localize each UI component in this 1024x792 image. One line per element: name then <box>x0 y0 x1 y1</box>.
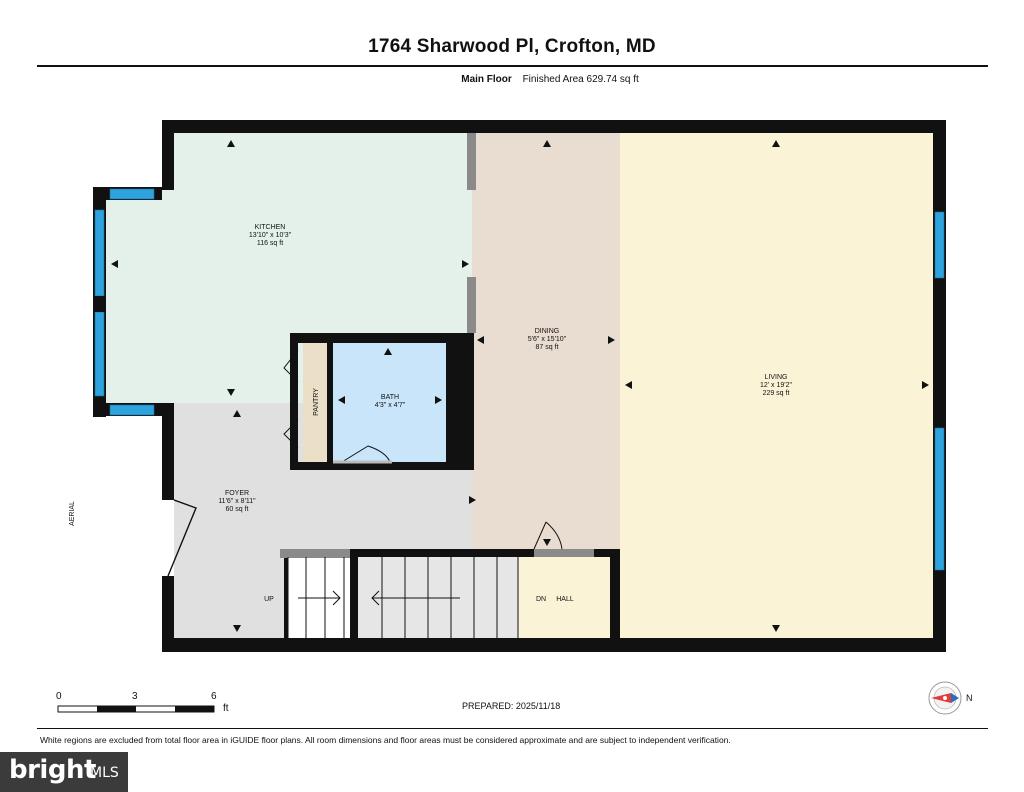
logo-suffix: MLS <box>90 765 119 781</box>
scale-unit: ft <box>223 703 229 714</box>
stair-arrows <box>298 590 460 606</box>
scale-tick-6: 6 <box>211 691 217 702</box>
windows <box>94 188 945 571</box>
living-fill <box>620 133 934 638</box>
foyer-entry-white <box>162 500 174 576</box>
scale-tick-3: 3 <box>132 691 138 702</box>
partial-walls <box>280 133 594 558</box>
foyer-label: FOYER <box>225 490 249 497</box>
bath-fill <box>333 343 447 462</box>
dining-fill <box>472 133 620 549</box>
stairs-down-label: DN <box>536 596 546 603</box>
footer-divider <box>37 728 988 729</box>
disclaimer-footnote: White regions are excluded from total fl… <box>40 735 731 745</box>
bath-dims: 4'3" x 4'7" <box>375 402 406 409</box>
logo-brand: bright <box>9 755 96 785</box>
dining-dims: 5'6" x 15'10" <box>528 336 567 343</box>
prepared-date: PREPARED: 2025/11/18 <box>462 701 561 711</box>
floor-name: Main Floor <box>461 74 512 85</box>
aerial-label: AERIAL <box>68 501 76 526</box>
compass-icon <box>928 681 962 715</box>
scale-bar <box>57 705 215 713</box>
dining-area: 87 sq ft <box>536 344 559 351</box>
bath-label: BATH <box>381 394 399 401</box>
hall-label: HALL <box>556 596 574 603</box>
interior-walls <box>284 333 620 638</box>
title-divider <box>37 65 988 67</box>
foyer-area: 60 sq ft <box>226 506 249 513</box>
kitchen-area: 116 sq ft <box>257 240 283 247</box>
bright-mls-logo: bright MLS <box>0 752 128 792</box>
dimension-arrows <box>111 140 929 632</box>
pantry-label: PANTRY <box>313 388 320 416</box>
pantry-fill <box>303 343 327 462</box>
floor-subtitle: Main Floor Finished Area 629.74 sq ft <box>0 74 1024 85</box>
foyer-dims: 11'6" x 8'11" <box>218 498 256 505</box>
living-dims: 12' x 19'2" <box>760 382 793 389</box>
kitchen-bay-cover <box>106 133 162 189</box>
scale-tick-0: 0 <box>56 691 62 702</box>
stairs-up-label: UP <box>264 596 274 603</box>
dining-label: DINING <box>535 328 560 335</box>
finished-area: Finished Area 629.74 sq ft <box>522 74 639 85</box>
living-label: LIVING <box>765 374 788 381</box>
compass-label: N <box>966 693 973 703</box>
kitchen-dims: 13'10" x 10'3" <box>249 232 292 239</box>
doors <box>167 349 563 577</box>
plan-title: 1764 Sharwood Pl, Crofton, MD <box>368 36 656 57</box>
foyer-fill-lower <box>174 549 284 638</box>
living-area: 229 sq ft <box>763 390 790 397</box>
hall-fill <box>518 557 610 638</box>
kitchen-label: KITCHEN <box>255 224 286 231</box>
